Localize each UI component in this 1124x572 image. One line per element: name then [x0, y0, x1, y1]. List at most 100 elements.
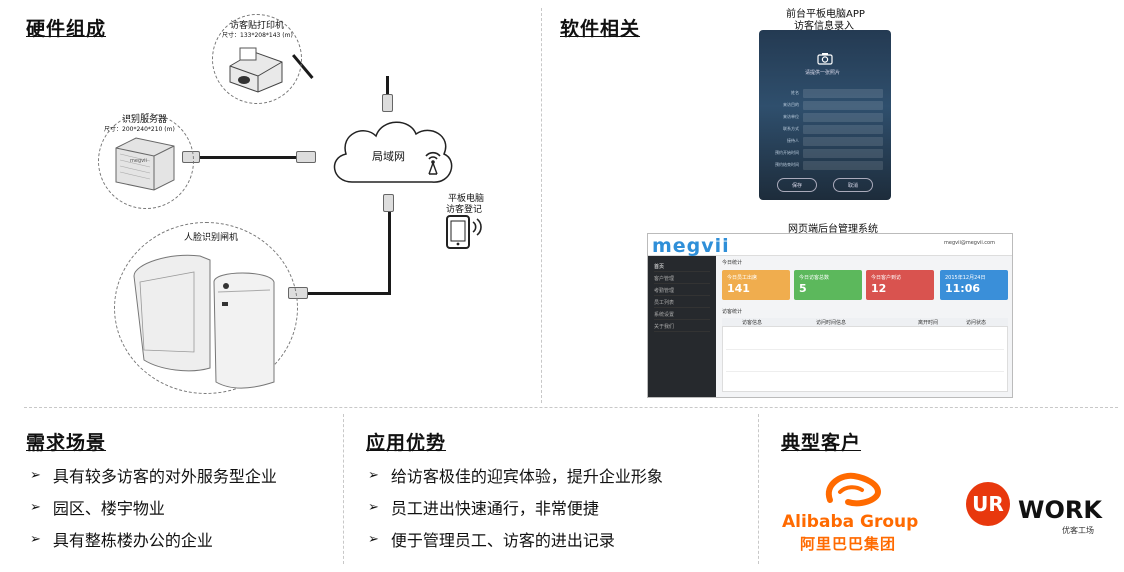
software-title: 软件相关 [560, 18, 641, 40]
tablet-field-label: 预约结束时间 [775, 162, 799, 167]
table-row[interactable] [726, 332, 1004, 350]
menu-item-settings[interactable]: 系统设置 [654, 310, 710, 320]
scene-item: ➢具有整栋楼办公的企业 [30, 531, 213, 550]
table-row[interactable] [726, 354, 1004, 372]
cloud-icon [333, 121, 453, 183]
tablet-icon [446, 215, 482, 249]
stat-card-value: 141 [727, 282, 750, 295]
tablet-save-button[interactable]: 保存 [777, 178, 817, 192]
arrow-bullet-icon: ➢ [368, 467, 379, 483]
tablet-field-label: 来访目的 [783, 102, 799, 107]
cable-printer-2 [386, 76, 389, 106]
stat-card-label: 今日客户到访 [871, 275, 902, 281]
server-label: 识别服务器 [122, 115, 168, 125]
urwork-name-en: WORK [1018, 496, 1102, 524]
web-caption: 网页端后台管理系统 [788, 224, 878, 235]
connector-server-b [296, 151, 316, 163]
divider-bottom-2 [758, 414, 759, 564]
urwork-logo-mark: UR [966, 482, 1010, 526]
hardware-title: 硬件组成 [26, 18, 107, 40]
gate-label: 人脸识别闸机 [184, 233, 239, 243]
tablet-app-screen: 请提供一张照片 姓名 来访目的 来访单位 联系方式 接待人 预约开始时间 预约结… [759, 30, 891, 200]
tablet-label-2: 访客登记 [446, 205, 483, 215]
alibaba-logo-icon [825, 472, 882, 507]
tablet-screen-title: 请提供一张照片 [805, 70, 841, 76]
connector-gate-a [383, 194, 394, 212]
stat-card-value: 5 [799, 282, 807, 295]
alibaba-name-en: Alibaba Group [782, 512, 919, 532]
scene-item: ➢园区、楼宇物业 [30, 499, 165, 518]
printer-size: 尺寸：133*208*143 (m) [222, 32, 293, 39]
stat-card-label: 今日员工出席 [727, 275, 758, 281]
server-icon [115, 137, 175, 191]
menu-item-customers[interactable]: 客户管理 [654, 274, 710, 284]
gate-circle [114, 222, 298, 394]
tablet-field-label: 姓名 [791, 90, 799, 95]
divider-top [541, 8, 542, 403]
dashboard-header [648, 234, 1012, 256]
printer-circle [212, 14, 302, 104]
arrow-bullet-icon: ➢ [30, 467, 41, 483]
server-logo: megvii [130, 158, 147, 164]
arrow-bullet-icon: ➢ [368, 531, 379, 547]
menu-item-attendance[interactable]: 考勤管理 [654, 286, 710, 296]
server-size: 尺寸：200*240*210 (m) [104, 126, 175, 133]
menu-item-home[interactable]: 首页 [654, 262, 710, 272]
tablet-field-contact[interactable]: 联系方式 [767, 124, 883, 134]
dashboard-table [722, 318, 1008, 392]
tablet-field-label: 来访单位 [783, 114, 799, 119]
advantage-item: ➢员工进出快速通行，非常便捷 [368, 499, 599, 518]
tablet-field-company[interactable]: 来访单位 [767, 112, 883, 122]
table-header-cell: 访问时间信息 [816, 320, 847, 326]
scenes-title: 需求场景 [26, 432, 107, 454]
urwork-name-cn: 优客工场 [1062, 526, 1094, 535]
dashboard-logo: megvii [652, 235, 730, 257]
table-header-cell: 访客信息 [742, 320, 763, 326]
menu-item-about[interactable]: 关于我们 [654, 322, 710, 332]
cable-gate-h [305, 292, 391, 295]
tablet-field-label: 联系方式 [783, 126, 799, 131]
printer-label: 访客贴打印机 [230, 21, 285, 31]
table-header-cell: 访问状态 [966, 320, 987, 326]
customers-title: 典型客户 [781, 432, 862, 454]
cable-gate-v [388, 212, 391, 294]
dashboard-sidebar [648, 256, 716, 397]
dashboard-section-title: 今日统计 [722, 260, 743, 266]
connector-printer [382, 94, 393, 112]
stat-card-value: 11:06 [945, 282, 981, 295]
tablet-caption-2: 访客信息录入 [794, 21, 854, 32]
tablet-caption-1: 前台平板电脑APP [786, 9, 865, 20]
divider-mid [24, 407, 1118, 408]
server-circle [98, 113, 194, 209]
dashboard-screen: megvii megvii@megvii.com 首页 客户管理 考勤管理 员工… [647, 233, 1013, 398]
advantage-item: ➢便于管理员工、访客的进出记录 [368, 531, 615, 550]
stat-card-label: 2015年12月24日 [945, 275, 986, 281]
printer-icon [229, 47, 283, 93]
camera-icon[interactable] [817, 52, 833, 65]
dashboard-table-header [722, 318, 1008, 327]
tablet-cancel-button[interactable]: 取消 [833, 178, 873, 192]
alibaba-name-cn: 阿里巴巴集团 [800, 535, 897, 553]
divider-bottom-1 [343, 414, 344, 564]
tablet-label-1: 平板电脑 [448, 194, 485, 204]
dashboard-table-title: 访客统计 [722, 309, 743, 315]
tablet-field-label: 预约开始时间 [775, 150, 799, 155]
gate-icon [133, 254, 275, 389]
lan-label: 局域网 [372, 150, 405, 163]
arrow-bullet-icon: ➢ [368, 499, 379, 515]
scene-item: ➢具有较多访客的对外服务型企业 [30, 467, 277, 486]
tablet-field-start-time[interactable]: 预约开始时间 [767, 148, 883, 158]
tablet-field-name[interactable]: 姓名 [767, 88, 883, 98]
dashboard-user[interactable]: megvii@megvii.com [944, 240, 995, 246]
cable-server [192, 156, 302, 159]
stat-card-value: 12 [871, 282, 887, 295]
stat-card-label: 今日访客总数 [799, 275, 830, 281]
tablet-field-purpose[interactable]: 来访目的 [767, 100, 883, 110]
menu-item-employees[interactable]: 员工列表 [654, 298, 710, 308]
tablet-field-end-time[interactable]: 预约结束时间 [767, 160, 883, 170]
tablet-field-host[interactable]: 接待人 [767, 136, 883, 146]
